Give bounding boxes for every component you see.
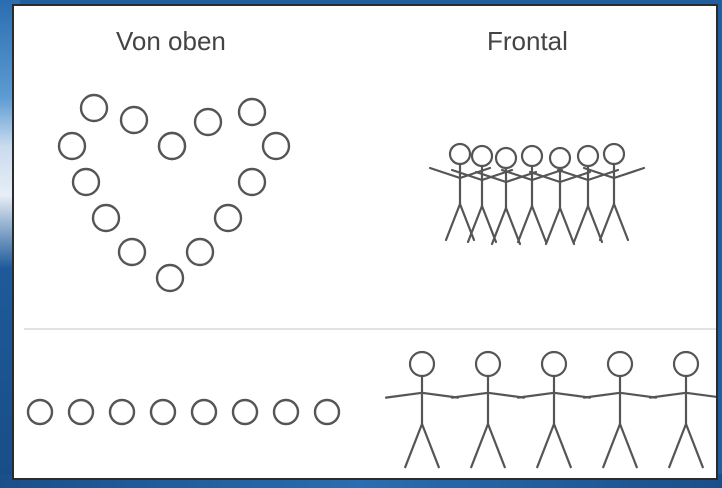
diagram-panel: Von oben Frontal: [12, 4, 718, 480]
person-top-view: [157, 265, 183, 291]
person-top-view: [159, 133, 185, 159]
stick-figure: [452, 352, 524, 467]
person-top-view: [81, 95, 107, 121]
person-top-view: [93, 205, 119, 231]
diagram-drawing: [14, 6, 718, 480]
stick-figure: [584, 352, 656, 467]
stick-figure: [650, 352, 718, 467]
person-top-view: [233, 400, 257, 424]
person-top-view: [69, 400, 93, 424]
heart-formation-top-view: [59, 95, 289, 291]
person-top-view: [192, 400, 216, 424]
group-formation-front-view: [430, 144, 644, 244]
person-top-view: [187, 239, 213, 265]
stick-figure: [386, 352, 458, 467]
line-formation-top-view: [28, 400, 339, 424]
stick-figure: [518, 352, 590, 467]
person-top-view: [239, 99, 265, 125]
person-top-view: [73, 169, 99, 195]
person-top-view: [110, 400, 134, 424]
person-top-view: [119, 239, 145, 265]
person-top-view: [151, 400, 175, 424]
person-top-view: [315, 400, 339, 424]
person-top-view: [215, 205, 241, 231]
person-top-view: [121, 107, 147, 133]
person-top-view: [59, 133, 85, 159]
person-top-view: [195, 109, 221, 135]
line-formation-front-view: [386, 352, 718, 467]
person-top-view: [274, 400, 298, 424]
person-top-view: [28, 400, 52, 424]
person-top-view: [239, 169, 265, 195]
person-top-view: [263, 133, 289, 159]
